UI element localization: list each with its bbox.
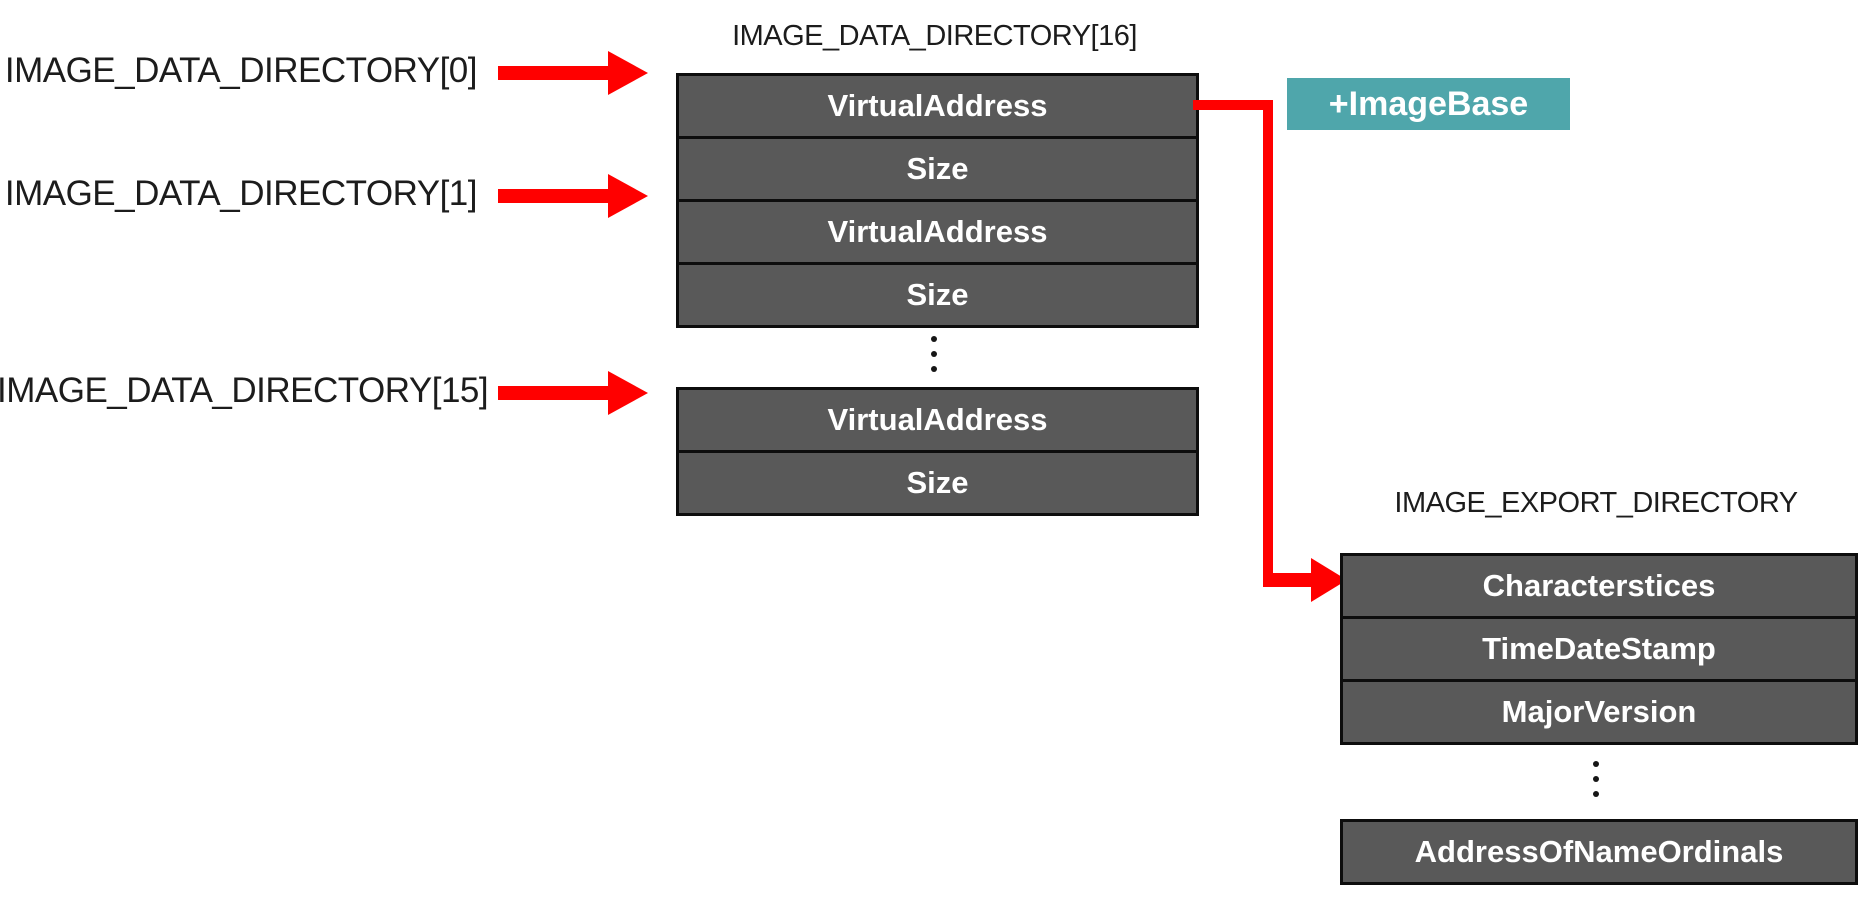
table-row-size: Size (679, 453, 1196, 513)
arrow-shaft (498, 66, 608, 80)
arrow-right-icon-15 (498, 371, 648, 415)
arrow-head (608, 371, 648, 415)
data-directory-title: IMAGE_DATA_DIRECTORY[16] (732, 20, 1137, 52)
table-row-addressofnameordinals: AddressOfNameOrdinals (1343, 822, 1855, 882)
export-directory-table-bottom: AddressOfNameOrdinals (1340, 819, 1858, 885)
data-directory-table-top: VirtualAddress Size VirtualAddress Size (676, 73, 1199, 328)
table-row-characterstices: Characterstices (1343, 556, 1855, 619)
connector-line-horizontal (1193, 100, 1273, 110)
data-directory-table-bottom: VirtualAddress Size (676, 387, 1199, 516)
arrow-head (608, 174, 648, 218)
table-row-size: Size (679, 265, 1196, 325)
table-row-majorversion: MajorVersion (1343, 682, 1855, 742)
ellipsis-dots-icon (931, 336, 937, 372)
arrow-right-icon-1 (498, 174, 648, 218)
image-base-tag: +ImageBase (1287, 78, 1570, 130)
arrow-shaft (498, 386, 608, 400)
label-image-data-directory-15: IMAGE_DATA_DIRECTORY[15] (0, 371, 489, 410)
arrow-right-icon-0 (498, 51, 648, 95)
table-row-virtualaddress: VirtualAddress (679, 202, 1196, 265)
table-row-timedatestamp: TimeDateStamp (1343, 619, 1855, 682)
ellipsis-dots-icon (1593, 761, 1599, 797)
table-row-size: Size (679, 139, 1196, 202)
export-directory-table-top: Characterstices TimeDateStamp MajorVersi… (1340, 553, 1858, 745)
arrow-head (608, 51, 648, 95)
arrow-shaft (498, 189, 608, 203)
table-row-virtualaddress: VirtualAddress (679, 390, 1196, 453)
table-row-virtualaddress: VirtualAddress (679, 76, 1196, 139)
export-directory-title: IMAGE_EXPORT_DIRECTORY (1394, 487, 1798, 519)
label-image-data-directory-1: IMAGE_DATA_DIRECTORY[1] (4, 174, 478, 213)
arrow-shaft (1263, 573, 1311, 587)
connector-arrow-right-icon (1263, 558, 1347, 602)
connector-line-vertical (1263, 100, 1273, 587)
label-image-data-directory-0: IMAGE_DATA_DIRECTORY[0] (4, 51, 478, 90)
